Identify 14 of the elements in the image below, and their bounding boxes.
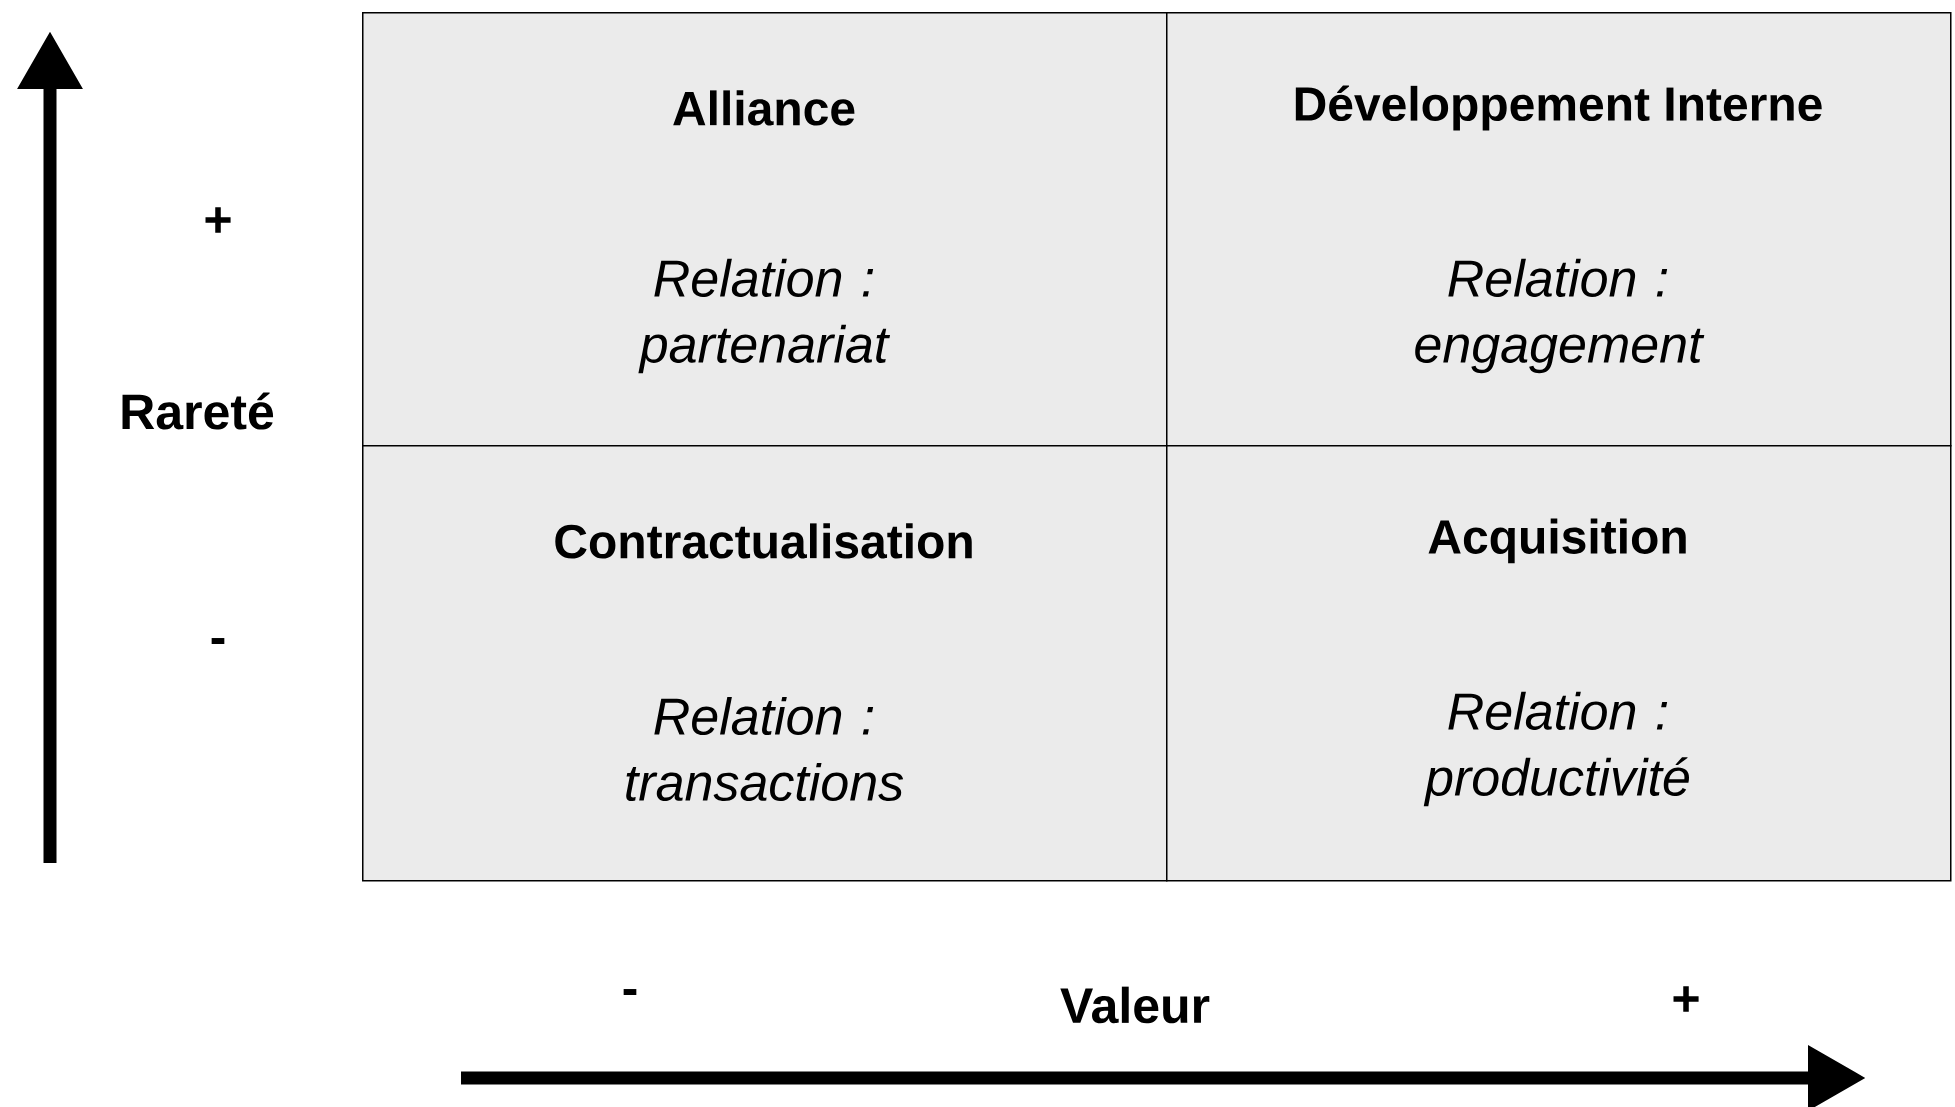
axis-label: - — [623, 989, 637, 995]
axis-label: + — [205, 207, 231, 233]
axis-label: + — [1673, 986, 1699, 1012]
cell-text: Relation : engagement — [1415, 258, 1705, 374]
cell-title: Développement Interne — [1295, 85, 1822, 131]
cell-text: Relation : partenariat — [638, 258, 891, 374]
cell-title: Alliance — [673, 90, 855, 126]
cell-text: Relation : transactions — [626, 696, 904, 802]
axis-label: - — [211, 638, 225, 644]
cell-text: Relation : productivité — [1423, 691, 1689, 807]
cell-title: Acquisition — [1428, 518, 1686, 564]
axis-label: Rareté — [122, 392, 274, 430]
cell-title: Contractualisation — [555, 523, 972, 559]
axis-label: Valeur — [1060, 986, 1210, 1024]
